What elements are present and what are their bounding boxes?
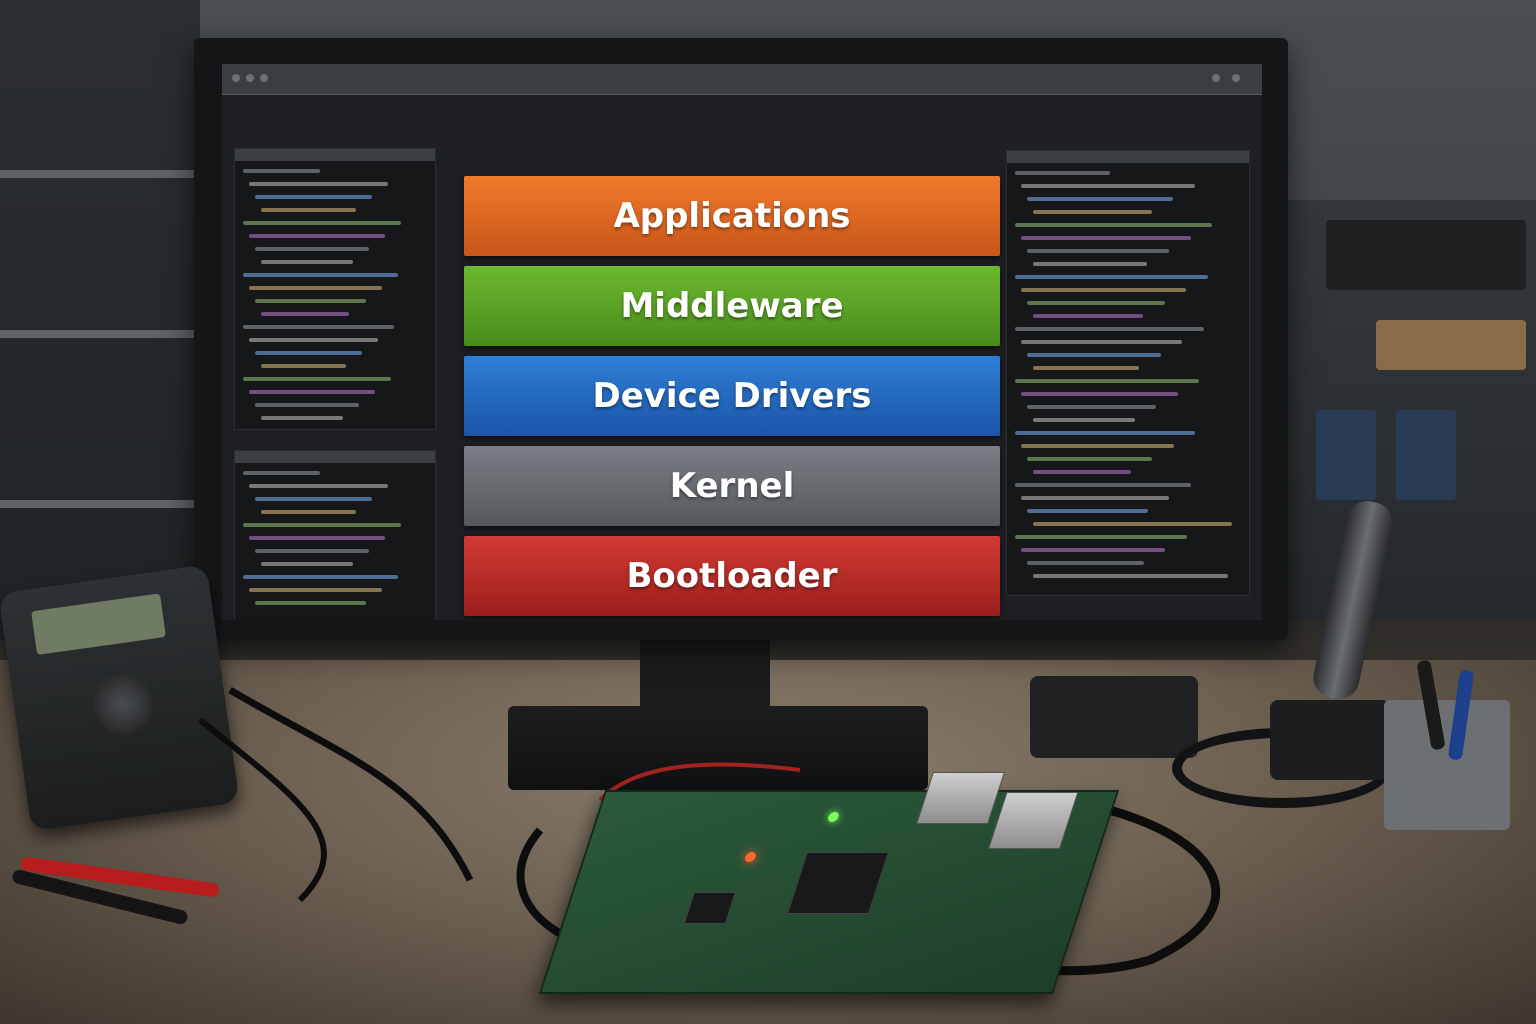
code-line [1033,522,1233,526]
code-line [249,588,382,592]
code-line [1033,470,1131,474]
code-line [1027,353,1161,357]
code-line [255,195,373,199]
code-line [243,377,391,381]
code-line [1027,249,1170,253]
code-line [1015,379,1200,383]
code-line [261,208,357,212]
monitor-stand-base [508,706,928,790]
code-line [1021,184,1195,188]
code-line [1015,535,1187,539]
layer-device-drivers: Device Drivers [464,356,1000,436]
code-line [249,484,389,488]
layer-middleware: Middleware [464,266,1000,346]
code-line [1015,327,1204,331]
code-line [243,273,398,277]
code-line [1015,171,1111,175]
usb-port [987,792,1079,849]
code-line [1015,483,1191,487]
code-line [1021,444,1174,448]
code-line [1027,457,1153,461]
code-line [1015,275,1208,279]
code-line [1021,548,1166,552]
code-line [249,390,375,394]
code-line [249,338,379,342]
code-line [1015,431,1196,435]
code-line [261,416,343,420]
background-shelf-left [0,0,200,640]
monitor-icon: Applications Middleware Device Drivers K… [194,38,1288,640]
code-line [255,549,369,553]
layer-applications: Applications [464,176,1000,256]
code-line [1021,496,1170,500]
code-line [255,497,373,501]
terminal-panel-top [234,148,436,430]
layer-bootloader: Bootloader [464,536,1000,616]
code-line [1021,236,1191,240]
code-line [243,575,398,579]
soldering-station-base [1270,700,1390,780]
ethernet-port [916,772,1005,824]
code-line [1027,405,1157,409]
window-title-bar [222,64,1262,95]
code-line [1015,223,1213,227]
monitor-screen: Applications Middleware Device Drivers K… [222,64,1262,620]
code-line [261,562,353,566]
power-supply-box [1030,676,1198,758]
code-editor-panel [1006,150,1250,596]
background-shelf-right [1286,200,1536,620]
layer-kernel: Kernel [464,446,1000,526]
code-line [261,260,353,264]
terminal-panel-bottom [234,450,436,620]
code-line [261,312,350,316]
circuit-board-icon [538,772,1120,994]
code-line [1027,301,1165,305]
code-line [255,403,359,407]
code-line [1033,262,1148,266]
code-line [255,299,366,303]
code-line [1027,197,1174,201]
code-line [1021,392,1178,396]
code-line [1033,210,1152,214]
code-line [1021,288,1187,292]
code-line [1027,509,1148,513]
code-line [255,601,366,605]
code-line [261,510,357,514]
code-line [261,364,346,368]
code-line [243,471,320,475]
code-line [243,169,320,173]
code-line [249,182,389,186]
code-line [1021,340,1183,344]
code-line [1033,366,1139,370]
code-line [243,221,402,225]
code-line [249,286,382,290]
code-line [255,351,363,355]
code-line [243,325,395,329]
code-line [255,247,369,251]
tool-tray [1384,659,1510,830]
code-line [1033,418,1135,422]
code-line [1033,574,1229,578]
code-line [243,523,402,527]
code-line [1027,561,1144,565]
code-line [249,536,385,540]
code-line [1033,314,1144,318]
code-line [249,234,385,238]
